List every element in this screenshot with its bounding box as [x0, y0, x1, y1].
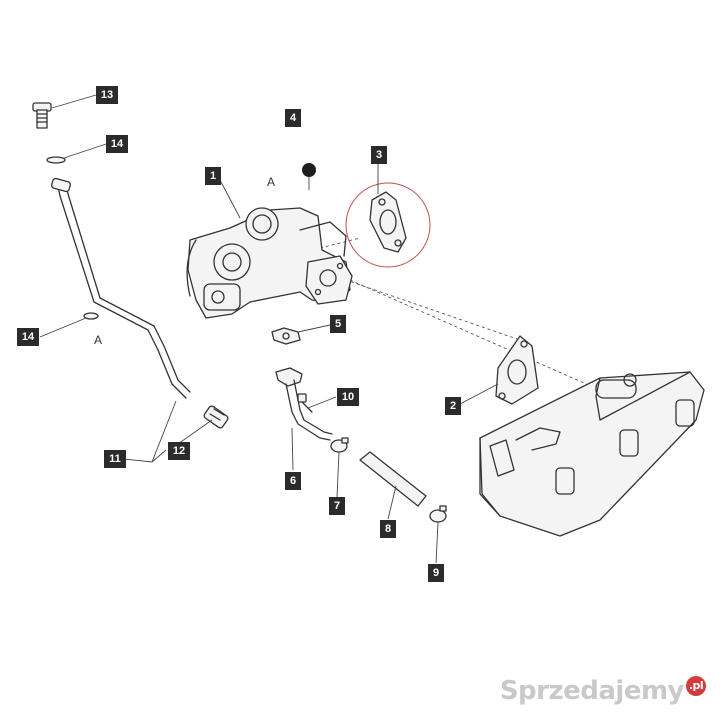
- callout-14-top-label: 14: [111, 138, 124, 150]
- callout-8-label: 8: [385, 523, 391, 535]
- leader-lines: [39, 94, 499, 564]
- callout-5: 5: [330, 315, 346, 333]
- callout-3-label: 3: [376, 149, 382, 161]
- callout-3: 3: [371, 146, 387, 164]
- callout-10: 10: [337, 388, 359, 406]
- callout-12-label: 12: [173, 445, 185, 457]
- callout-13: 13: [96, 86, 118, 104]
- part-oil-feed-pipe: [51, 177, 191, 399]
- callout-11: 11: [104, 450, 126, 468]
- reference-mark-a-pipe: A: [94, 333, 102, 347]
- part-hose: [359, 451, 427, 507]
- callout-6: 6: [285, 472, 301, 490]
- callout-4-label: 4: [290, 112, 297, 124]
- part-nut: [302, 163, 316, 190]
- callout-2: 2: [445, 397, 461, 415]
- callout-14-lower-label: 14: [22, 331, 35, 343]
- alignment-lines: [319, 237, 601, 391]
- reference-mark-a-turbo: A: [267, 175, 275, 189]
- callout-11-label: 11: [109, 453, 121, 465]
- callout-14-top: 14: [106, 135, 128, 153]
- watermark-logo: Sprzedajemy.pl: [500, 676, 706, 706]
- watermark-brand: Sprzedajemy: [499, 676, 685, 706]
- callout-6-label: 6: [290, 475, 296, 487]
- part-turbocharger: [186, 207, 353, 319]
- callout-7-label: 7: [334, 500, 340, 512]
- callout-1-label: 1: [210, 170, 216, 182]
- part-exhaust-manifold: [479, 371, 705, 537]
- callout-14-lower: 14: [17, 328, 39, 346]
- callout-8: 8: [380, 520, 396, 538]
- callout-1: 1: [205, 167, 221, 185]
- callout-9-label: 9: [433, 567, 439, 579]
- callout-4: 4: [285, 109, 301, 127]
- callout-10-label: 10: [342, 391, 354, 403]
- part-gasket-manifold: [495, 335, 539, 405]
- callout-13-label: 13: [101, 89, 113, 101]
- callout-12: 12: [168, 442, 190, 460]
- part-pipe-fitting: [203, 405, 229, 429]
- part-bolt: [297, 393, 313, 413]
- part-hose-clamp-lower: [429, 505, 447, 523]
- part-seal-washer-top: [46, 156, 66, 164]
- part-gasket-oil-return: [271, 327, 301, 345]
- part-oil-drain-pipe: [275, 367, 333, 441]
- callout-7: 7: [329, 497, 345, 515]
- part-banjo-bolt: [32, 102, 52, 129]
- part-gasket-turbo: [345, 182, 431, 268]
- watermark-suffix: .pl: [686, 676, 706, 696]
- callout-2-label: 2: [450, 400, 456, 412]
- callout-9: 9: [428, 564, 444, 582]
- callout-5-label: 5: [335, 318, 341, 330]
- part-hose-clamp-upper: [330, 437, 349, 453]
- part-seal-washer-lower: [83, 312, 99, 320]
